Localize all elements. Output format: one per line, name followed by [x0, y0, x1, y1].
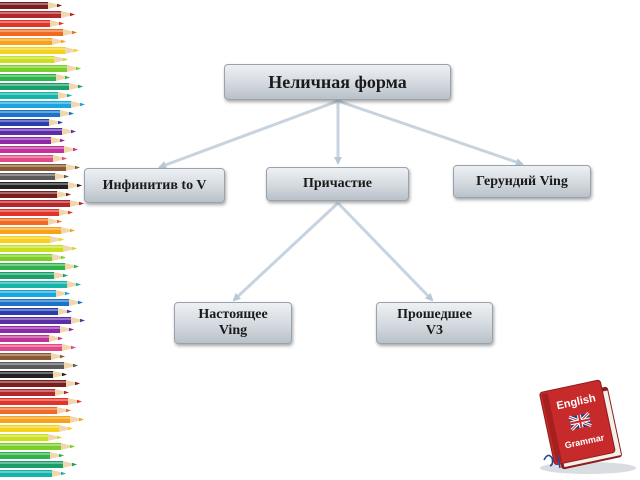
pencil: [0, 308, 72, 315]
pencil: [0, 272, 68, 279]
pencil: [0, 119, 63, 126]
pencil: [0, 56, 68, 63]
pencil: [0, 281, 81, 288]
node-past-participle-label: Прошедшее V3: [397, 307, 472, 338]
pencil: [0, 2, 62, 9]
pencil: [0, 20, 64, 27]
pencil: [0, 344, 76, 351]
pencil: [0, 398, 82, 405]
pencil: [0, 434, 62, 441]
node-gerund: Герундий Ving: [453, 165, 591, 198]
node-participle: Причастие: [266, 167, 409, 201]
connector-participle-past: [336, 201, 434, 302]
pencil: [0, 128, 76, 135]
pencil: [0, 83, 83, 90]
pencil: [0, 380, 80, 387]
pencil: [0, 218, 62, 225]
pencil: [0, 443, 75, 450]
pencil: [0, 353, 65, 360]
pencil: [0, 425, 73, 432]
pencil: [0, 74, 70, 81]
pencil: [0, 335, 63, 342]
pencil: [0, 110, 74, 117]
pencil: [0, 173, 69, 180]
pencil: [0, 146, 78, 153]
pencil: [0, 416, 84, 423]
node-present-participle-label: Настоящее Ving: [198, 307, 268, 338]
pencil: [0, 254, 66, 261]
node-gerund-label: Герундий Ving: [476, 173, 568, 189]
pencil: [0, 362, 78, 369]
pencil: [0, 164, 80, 171]
uk-flag-icon: [568, 411, 592, 431]
english-grammar-book-icon: English Grammar: [539, 379, 636, 474]
colored-pencils-decoration: [0, 2, 85, 477]
pencil: [0, 407, 71, 414]
pencil: [0, 470, 66, 477]
pencil: [0, 461, 77, 468]
node-present-participle: Настоящее Ving: [174, 302, 292, 344]
pencil: [0, 29, 77, 36]
pencil: [0, 65, 81, 72]
pencil: [0, 227, 75, 234]
pencil: [0, 326, 74, 333]
pencil: [0, 299, 83, 306]
pencil: [0, 290, 70, 297]
connector-root-infinitive: [158, 99, 339, 169]
node-past-participle: Прошедшее V3: [376, 302, 493, 344]
pencil: [0, 182, 82, 189]
pencil: [0, 245, 77, 252]
connector-participle-present: [232, 201, 340, 302]
pencil: [0, 38, 66, 45]
node-non-finite-form: Неличная форма: [224, 64, 451, 100]
pencil: [0, 155, 67, 162]
pencil: [0, 137, 65, 144]
node-non-finite-form-label: Неличная форма: [268, 72, 407, 92]
pencil: [0, 317, 85, 324]
pencil: [0, 191, 71, 198]
node-participle-label: Причастие: [302, 176, 372, 191]
pencil: [0, 209, 73, 216]
pencil: [0, 236, 64, 243]
pencil: [0, 11, 75, 18]
pencil: [0, 101, 85, 108]
pencil: [0, 452, 64, 459]
pencil: [0, 371, 67, 378]
pencil: [0, 263, 79, 270]
pencil: [0, 92, 72, 99]
pencil: [0, 389, 69, 396]
node-infinitive: Инфинитив to V: [84, 168, 225, 203]
node-infinitive-label: Инфинитив to V: [102, 177, 207, 193]
pencil: [0, 47, 79, 54]
pen-marks: [543, 454, 561, 469]
connector-root-gerund: [337, 99, 524, 166]
pencil: [0, 200, 84, 207]
